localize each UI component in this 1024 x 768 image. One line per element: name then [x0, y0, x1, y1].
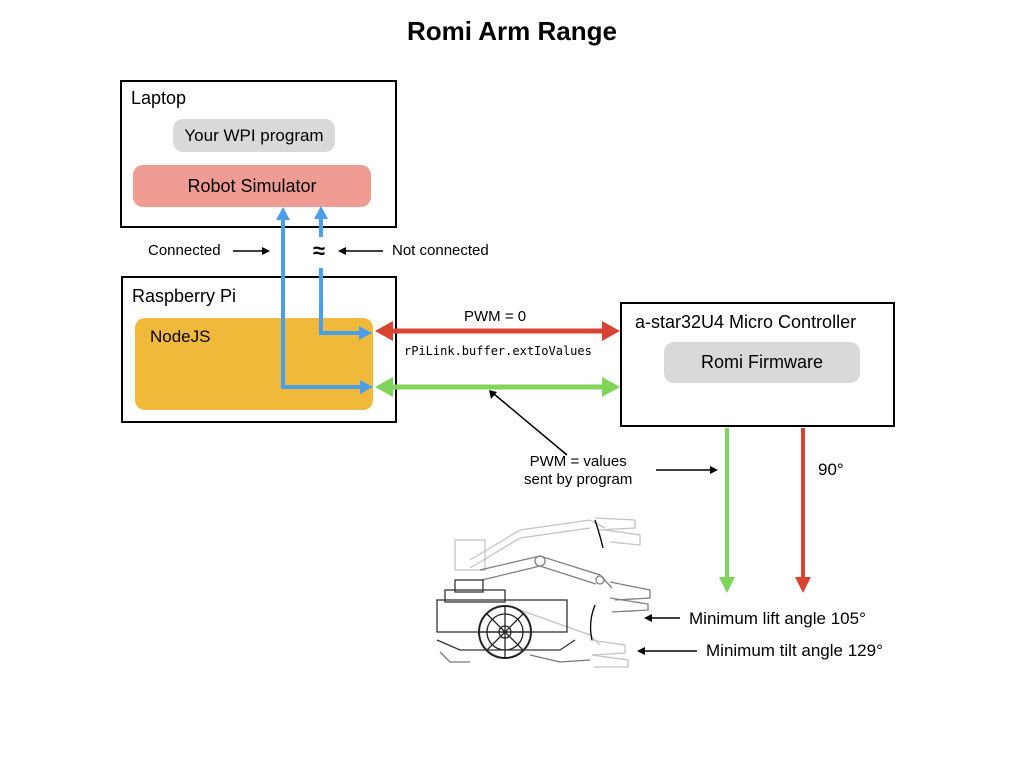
connected-link: [276, 207, 373, 394]
min-lift-label: Minimum lift angle 105°: [689, 609, 866, 628]
robot-simulator-pill: Robot Simulator: [133, 165, 371, 207]
laptop-label: Laptop: [131, 88, 187, 108]
buffer-label: rPiLink.buffer.extIoValues: [404, 344, 592, 358]
wpi-program-pill: Your WPI program: [173, 119, 335, 152]
red-angle-label: 90°: [818, 460, 844, 479]
diagram-title: Romi Arm Range: [407, 16, 617, 46]
romi-robot-sketch: [436, 517, 651, 668]
not-connected-label: Not connected: [392, 242, 489, 259]
green-down-arrow: [719, 428, 735, 593]
pwm-values-line1: PWM = values: [529, 453, 627, 470]
not-connected-symbol: ≈: [313, 238, 326, 263]
controller-box: a-star32U4 Micro Controller Romi Firmwar…: [620, 302, 895, 427]
red-down-arrow: [795, 428, 811, 593]
romi-firmware-label: Romi Firmware: [700, 352, 823, 372]
not-connected-link: [314, 206, 372, 340]
nodejs-label: NodeJS: [150, 327, 211, 346]
wpi-program-label: Your WPI program: [184, 125, 324, 145]
controller-label: a-star32U4 Micro Controller: [635, 312, 857, 332]
pwm-zero-arrow: [375, 321, 620, 341]
robot-simulator-label: Robot Simulator: [187, 175, 317, 196]
pwm-values-label: PWM = values sent by program: [524, 453, 632, 489]
pointer-arrows: [233, 247, 718, 655]
raspberry-pi-label: Raspberry Pi: [132, 286, 237, 306]
romi-firmware-pill: Romi Firmware: [664, 342, 860, 383]
pwm-values-line2: sent by program: [524, 471, 633, 488]
pwm-zero-label: PWM = 0: [464, 308, 527, 325]
connected-label: Connected: [148, 242, 221, 259]
pwm-values-arrow: [375, 377, 620, 397]
min-tilt-label: Minimum tilt angle 129°: [706, 641, 883, 660]
laptop-box: Laptop Your WPI program Robot Simulator: [120, 80, 397, 228]
